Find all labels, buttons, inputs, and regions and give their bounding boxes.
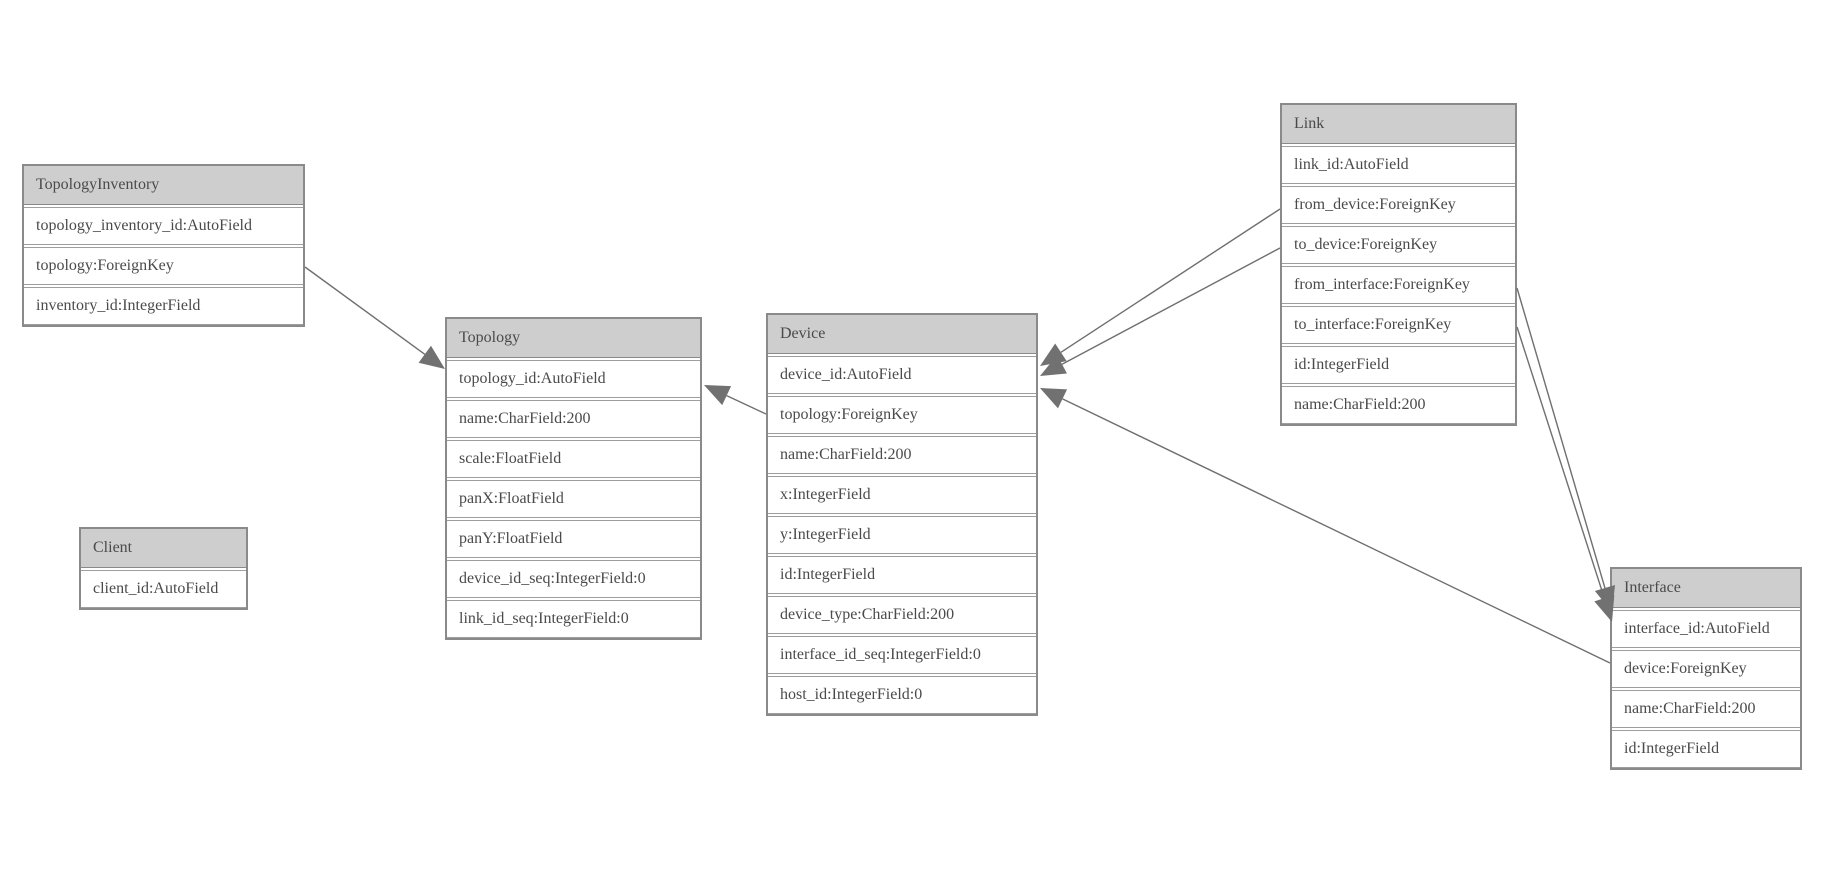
field-label: to_interface:ForeignKey bbox=[1294, 316, 1452, 333]
entity-device: Device device_id:AutoField topology:Foreig… bbox=[766, 313, 1038, 716]
field-label: from_interface:ForeignKey bbox=[1294, 276, 1470, 293]
connector-line-link-to_device-to-device bbox=[1061, 247, 1281, 365]
arrowhead-interface-device-to-device bbox=[1040, 388, 1068, 409]
entity-title: TopologyInventory bbox=[36, 176, 160, 193]
field-label: link_id:AutoField bbox=[1294, 156, 1409, 173]
field-row-interface-id: interface_id:AutoField bbox=[1612, 610, 1800, 648]
field-label: topology:ForeignKey bbox=[36, 257, 174, 274]
entity-header: TopologyInventory bbox=[24, 166, 303, 205]
field-label: name:CharField:200 bbox=[459, 410, 591, 427]
arrowhead-link-to_device-to-device bbox=[1040, 354, 1067, 376]
entity-header: Device bbox=[768, 315, 1036, 354]
field-label: id:IntegerField bbox=[780, 566, 876, 583]
field-label: device_type:CharField:200 bbox=[780, 606, 955, 623]
entity-header: Topology bbox=[447, 319, 700, 358]
field-label: interface_id_seq:IntegerField:0 bbox=[780, 646, 981, 663]
field-row-y: y:IntegerField bbox=[768, 516, 1036, 554]
field-row-to-interface: to_interface:ForeignKey bbox=[1282, 306, 1515, 344]
field-label: name:CharField:200 bbox=[1624, 700, 1756, 717]
entity-title: Device bbox=[780, 325, 826, 342]
field-row-scale: scale:FloatField bbox=[447, 440, 700, 478]
connector-line-topologyinventory-topology-to-topology bbox=[304, 266, 426, 355]
field-label: name:CharField:200 bbox=[1294, 396, 1426, 413]
field-row-x: x:IntegerField bbox=[768, 476, 1036, 514]
field-row-id: id:IntegerField bbox=[768, 556, 1036, 594]
field-row-inventory-id: inventory_id:IntegerField bbox=[24, 287, 303, 325]
field-row-name: name:CharField:200 bbox=[1282, 386, 1515, 424]
field-row-name: name:CharField:200 bbox=[447, 400, 700, 438]
arrowhead-link-from_device-to-device bbox=[1040, 343, 1067, 366]
field-row-topology-id: topology_id:AutoField bbox=[447, 360, 700, 398]
entity-title: Link bbox=[1294, 115, 1325, 132]
connector-line-interface-device-to-device bbox=[1062, 398, 1611, 664]
field-row-device-id-seq: device_id_seq:IntegerField:0 bbox=[447, 560, 700, 598]
entity-title: Topology bbox=[459, 329, 521, 346]
entity-topology: Topology topology_id:AutoField name:CharFi… bbox=[445, 317, 702, 640]
field-row-topology: topology:ForeignKey bbox=[768, 396, 1036, 434]
connector-line-link-from_interface-to-interface bbox=[1516, 287, 1606, 589]
field-row-panx: panX:FloatField bbox=[447, 480, 700, 518]
entity-topologyinventory: TopologyInventory topology_inventory_id:A… bbox=[22, 164, 305, 327]
field-label: device_id_seq:IntegerField:0 bbox=[459, 570, 646, 587]
field-row-name: name:CharField:200 bbox=[1612, 690, 1800, 728]
field-label: host_id:IntegerField:0 bbox=[780, 686, 923, 703]
field-row-pany: panY:FloatField bbox=[447, 520, 700, 558]
field-label: from_device:ForeignKey bbox=[1294, 196, 1456, 213]
field-label: scale:FloatField bbox=[459, 450, 562, 467]
field-row-interface-id-seq: interface_id_seq:IntegerField:0 bbox=[768, 636, 1036, 674]
connector-line-link-to_interface-to-interface bbox=[1516, 326, 1606, 599]
entity-interface: Interface interface_id:AutoField device:Fo… bbox=[1610, 567, 1802, 770]
field-row-device: device:ForeignKey bbox=[1612, 650, 1800, 688]
field-label: panX:FloatField bbox=[459, 490, 564, 507]
entity-title: Interface bbox=[1624, 579, 1681, 596]
entity-header: Interface bbox=[1612, 569, 1800, 608]
entity-header: Link bbox=[1282, 105, 1515, 144]
connector-line-link-from_device-to-device bbox=[1060, 208, 1281, 353]
field-label: to_device:ForeignKey bbox=[1294, 236, 1438, 253]
field-label: device:ForeignKey bbox=[1624, 660, 1747, 677]
field-label: topology_id:AutoField bbox=[459, 370, 606, 387]
field-row-link-id: link_id:AutoField bbox=[1282, 146, 1515, 184]
field-row-name: name:CharField:200 bbox=[768, 436, 1036, 474]
field-label: link_id_seq:IntegerField:0 bbox=[459, 610, 629, 627]
arrowhead-topologyinventory-topology-to-topology bbox=[418, 345, 445, 369]
field-row-id: id:IntegerField bbox=[1282, 346, 1515, 384]
field-label: topology:ForeignKey bbox=[780, 406, 918, 423]
field-label: id:IntegerField bbox=[1294, 356, 1390, 373]
connector-line-device-topology-to-topology bbox=[726, 394, 767, 415]
field-row-client-id: client_id:AutoField bbox=[81, 570, 246, 608]
field-row-from-device: from_device:ForeignKey bbox=[1282, 186, 1515, 224]
field-row-topology-inventory-id: topology_inventory_id:AutoField bbox=[24, 207, 303, 245]
field-label: x:IntegerField bbox=[780, 486, 871, 503]
field-label: panY:FloatField bbox=[459, 530, 563, 547]
arrowhead-device-topology-to-topology bbox=[704, 385, 732, 406]
field-row-topology: topology:ForeignKey bbox=[24, 247, 303, 285]
field-label: topology_inventory_id:AutoField bbox=[36, 217, 252, 234]
entity-client: Client client_id:AutoField bbox=[79, 527, 248, 610]
field-row-from-interface: from_interface:ForeignKey bbox=[1282, 266, 1515, 304]
field-row-host-id: host_id:IntegerField:0 bbox=[768, 676, 1036, 714]
field-label: interface_id:AutoField bbox=[1624, 620, 1770, 637]
entity-title: Client bbox=[93, 539, 133, 556]
field-row-device-type: device_type:CharField:200 bbox=[768, 596, 1036, 634]
entity-link: Link link_id:AutoField from_device:Foreign… bbox=[1280, 103, 1517, 426]
entity-header: Client bbox=[81, 529, 246, 568]
field-row-link-id-seq: link_id_seq:IntegerField:0 bbox=[447, 600, 700, 638]
field-label: id:IntegerField bbox=[1624, 740, 1720, 757]
field-row-device-id: device_id:AutoField bbox=[768, 356, 1036, 394]
field-label: inventory_id:IntegerField bbox=[36, 297, 201, 314]
field-label: name:CharField:200 bbox=[780, 446, 912, 463]
field-label: device_id:AutoField bbox=[780, 366, 912, 383]
field-label: client_id:AutoField bbox=[93, 580, 219, 597]
field-label: y:IntegerField bbox=[780, 526, 871, 543]
field-row-to-device: to_device:ForeignKey bbox=[1282, 226, 1515, 264]
field-row-id: id:IntegerField bbox=[1612, 730, 1800, 768]
